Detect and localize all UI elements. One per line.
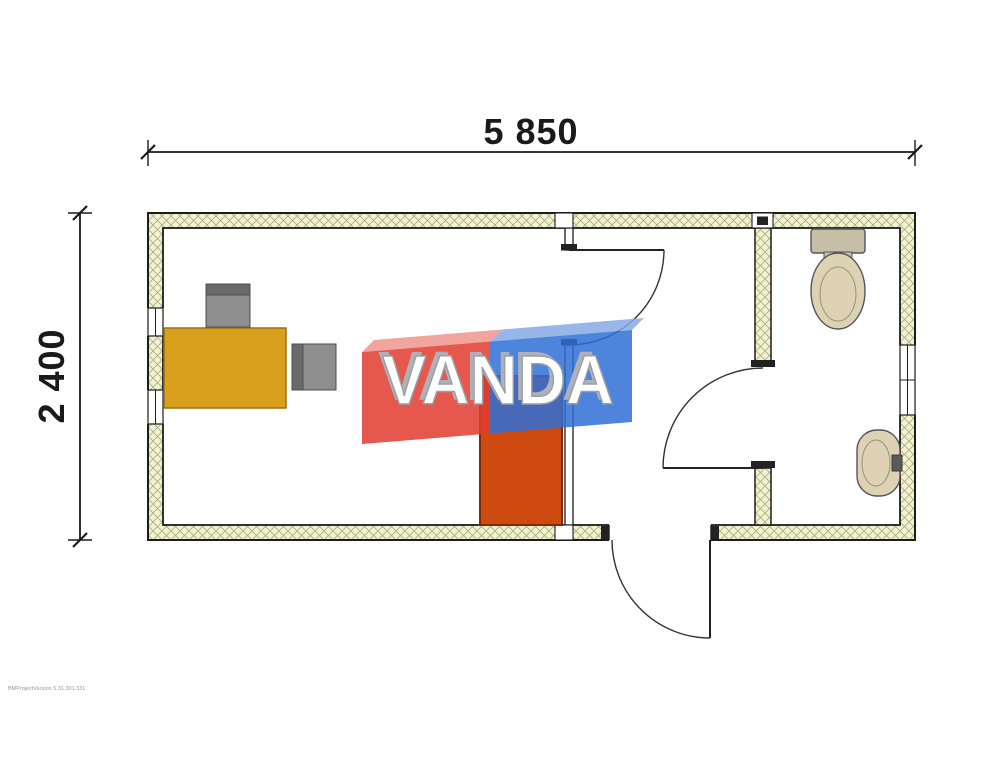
dimension-width-label: 5 850 bbox=[483, 111, 578, 152]
sink bbox=[856, 429, 903, 497]
version-stamp: BMProjectVersion 5.31.301.331 bbox=[8, 686, 85, 692]
chair-seat bbox=[205, 294, 251, 328]
wall-joint-top-office bbox=[554, 212, 574, 229]
bathroom-partition-upper bbox=[754, 227, 772, 367]
door-jamb bbox=[561, 244, 577, 251]
door-swing-arc bbox=[662, 367, 764, 469]
door-jamb bbox=[751, 360, 775, 367]
watermark-text: VANDA bbox=[382, 341, 614, 419]
sink-basin-inner bbox=[861, 439, 891, 487]
door-jamb bbox=[711, 526, 719, 539]
door-jamb bbox=[601, 526, 609, 539]
toilet-tank bbox=[810, 228, 866, 254]
chair-top bbox=[205, 283, 251, 328]
bathroom-door bbox=[662, 360, 775, 469]
watermark-red-top-face bbox=[362, 329, 502, 352]
toilet bbox=[810, 228, 866, 330]
dimension-left: 2 400 bbox=[31, 205, 92, 548]
window-right bbox=[899, 344, 916, 416]
door-jamb bbox=[751, 461, 775, 468]
entrance-door bbox=[601, 524, 719, 639]
wall-joint-tick bbox=[757, 216, 768, 225]
door-swing-arc bbox=[611, 539, 711, 639]
dimension-slash-marks-vertical bbox=[72, 205, 88, 548]
chair-back bbox=[291, 343, 304, 391]
sink-faucet bbox=[891, 454, 903, 472]
watermark: VANDA VANDA bbox=[362, 318, 644, 444]
window-glazing-line bbox=[900, 345, 915, 415]
dimension-slash-marks-horizontal bbox=[140, 144, 923, 160]
chair-side bbox=[291, 343, 337, 391]
toilet-bowl bbox=[810, 252, 866, 330]
doors bbox=[561, 244, 775, 639]
window-left-lower bbox=[147, 389, 164, 425]
entrance-opening bbox=[609, 524, 711, 541]
wall-joint-top-bathroom bbox=[751, 212, 774, 229]
chair-seat bbox=[302, 343, 337, 391]
wall-joint-bottom-office bbox=[554, 524, 574, 541]
desk bbox=[163, 327, 287, 409]
watermark-blue-face bbox=[490, 330, 632, 434]
watermark-blue-top-face bbox=[490, 318, 644, 342]
watermark-flag bbox=[362, 318, 644, 444]
dimension-top: 5 850 bbox=[140, 111, 923, 166]
toilet-bowl-inner bbox=[819, 266, 857, 322]
window-left-upper bbox=[147, 307, 164, 337]
chair-back bbox=[205, 283, 251, 296]
watermark-text-shadow: VANDA bbox=[378, 337, 610, 415]
watermark-red-face bbox=[362, 341, 490, 444]
bathroom-partition-lower bbox=[754, 467, 772, 526]
dimension-height-label: 2 400 bbox=[31, 328, 72, 423]
